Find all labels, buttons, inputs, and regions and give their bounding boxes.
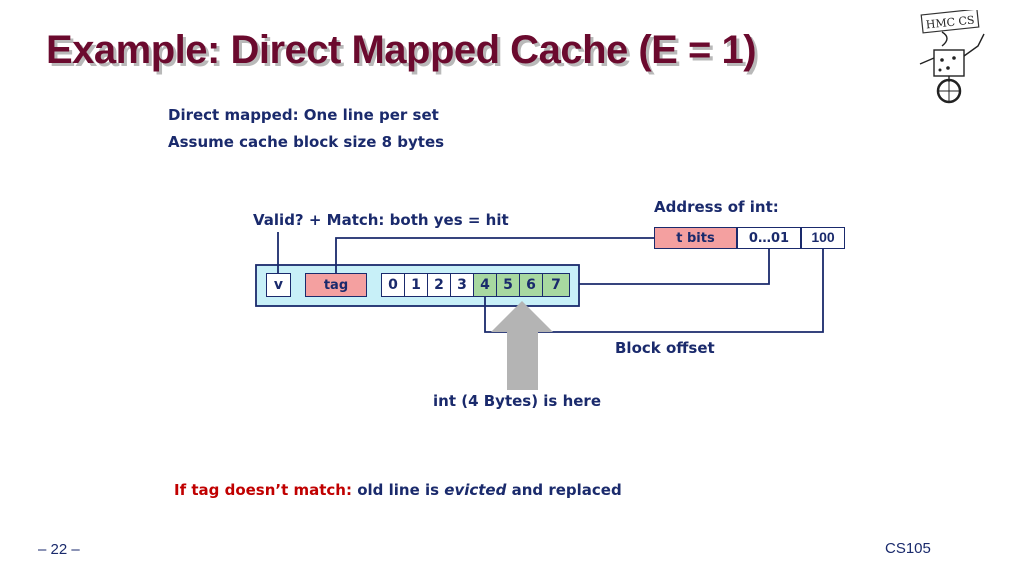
eviction-suffix: and replaced <box>506 481 622 499</box>
course-code: CS105 <box>885 540 931 557</box>
note-block-size: Assume cache block size 8 bytes <box>168 133 445 151</box>
note-direct-mapped: Direct mapped: One line per set <box>168 106 439 124</box>
address-block-offset: 100 <box>801 227 845 249</box>
address-label: Address of int: <box>654 198 779 216</box>
eviction-condition: If tag doesn’t match: <box>174 481 352 499</box>
page-number: – 22 – <box>38 541 80 558</box>
byte-cell-3: 3 <box>450 273 474 297</box>
byte-cell-6: 6 <box>519 273 543 297</box>
eviction-note: If tag doesn’t match: old line is evicte… <box>174 481 622 499</box>
valid-bit-cell: v <box>266 273 291 297</box>
byte-cell-1: 1 <box>404 273 428 297</box>
eviction-emphasis: evicted <box>444 481 507 499</box>
byte-cell-5: 5 <box>496 273 520 297</box>
logo-lettering: HMC CS <box>925 13 975 31</box>
address-tag-bits: t bits <box>654 227 737 249</box>
valid-match-label: Valid? + Match: both yes = hit <box>253 211 509 229</box>
int-location-arrow <box>491 301 553 390</box>
int-location-label: int (4 Bytes) is here <box>433 392 602 410</box>
byte-cell-2: 2 <box>427 273 451 297</box>
tag-cell: tag <box>305 273 367 297</box>
byte-cell-0: 0 <box>381 273 405 297</box>
byte-cell-7: 7 <box>542 273 570 297</box>
hmc-cs-logo: HMC CS <box>919 10 985 104</box>
address-set-index: 0…01 <box>737 227 801 249</box>
slide-title: Example: Direct Mapped Cache (E = 1) <box>46 28 757 72</box>
block-offset-label: Block offset <box>615 339 715 357</box>
eviction-middle: old line is <box>352 481 445 499</box>
byte-cell-4: 4 <box>473 273 497 297</box>
